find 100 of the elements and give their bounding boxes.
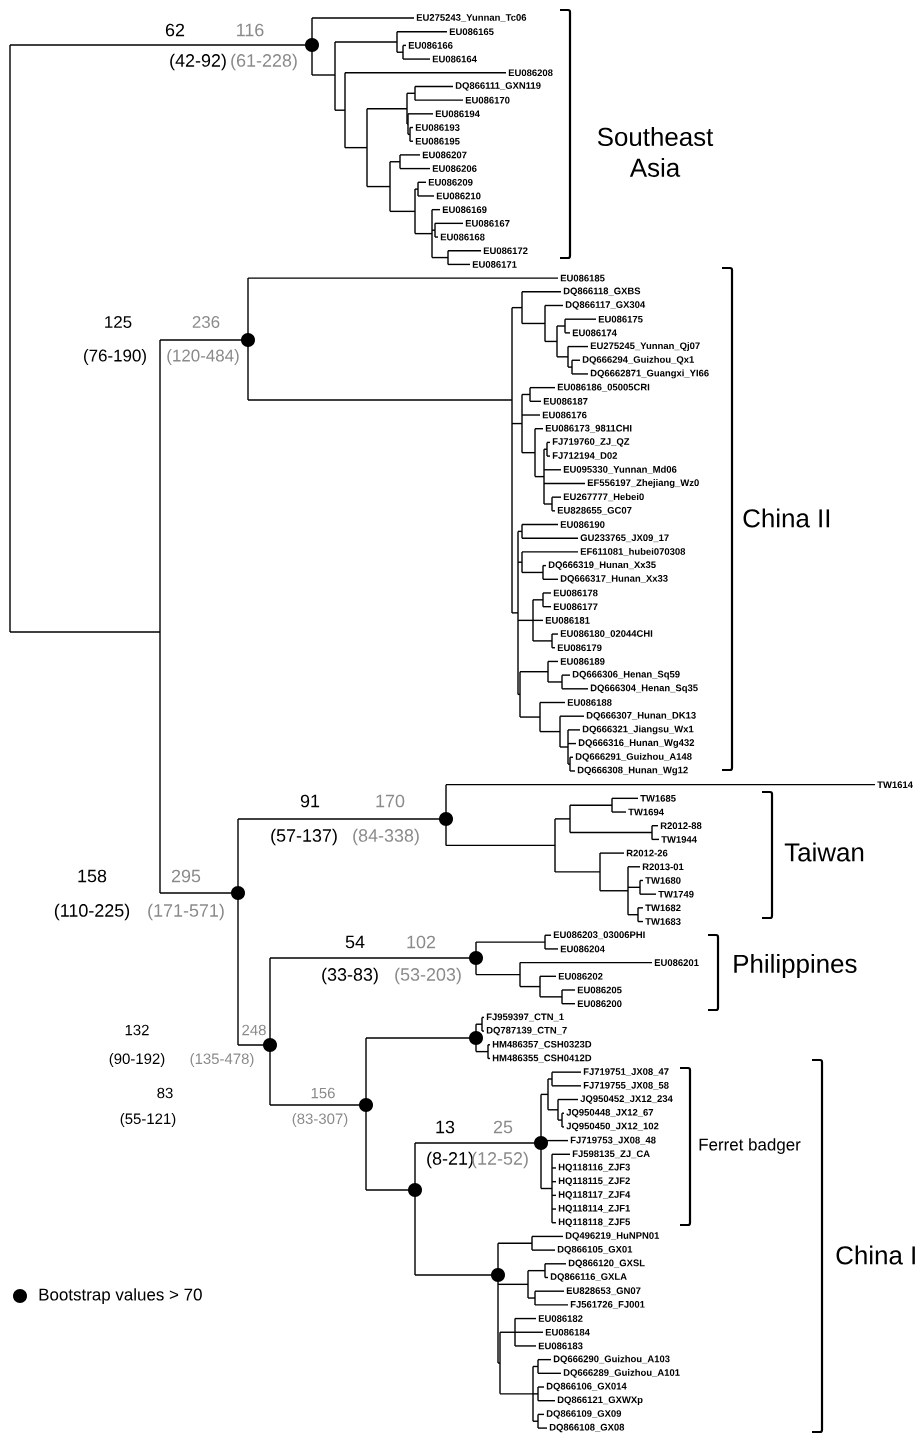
sequence-label: JQ950450_JX12_102 [566, 1122, 659, 1132]
bootstrap-value: (84-338) [353, 828, 419, 846]
sequence-label: DQ866109_GX09 [546, 1410, 622, 1419]
sequence-label: EU086206 [432, 165, 477, 172]
sequence-label: GU233765_JX09_17 [580, 534, 669, 543]
sequence-label: TW1683 [645, 918, 681, 925]
sequence-label: DQ787139_CTN_7 [486, 1026, 567, 1036]
sequence-label: DQ666307_Hunan_DK13 [586, 711, 696, 721]
sequence-label: EF611081_hubei070308 [580, 547, 686, 556]
sequence-label: EU086174 [572, 329, 617, 337]
sequence-label: DQ666317_Hunan_Xx33 [560, 575, 668, 584]
sequence-label: EU086182 [538, 1315, 583, 1322]
bootstrap-value: (90-192) [109, 1053, 165, 1067]
sequence-label: EU275243_Yunnan_Tc06 [416, 14, 527, 22]
sequence-label: HQ118114_ZJF1 [558, 1204, 631, 1214]
bootstrap-value: (171-571) [148, 903, 224, 921]
sequence-label: HQ118116_ZJF3 [558, 1163, 630, 1173]
sequence-label: TW1694 [628, 808, 664, 816]
sequence-label: EU086178 [553, 589, 598, 597]
sequence-label: EU086200 [577, 1000, 622, 1008]
sequence-label: EU828653_GN07 [566, 1287, 641, 1296]
sequence-label: EU086209 [428, 178, 473, 186]
sequence-label: FJ719751_JX08_47 [583, 1068, 669, 1077]
sequence-label: EU086169 [442, 206, 487, 213]
bootstrap-value: 156 [311, 1087, 335, 1099]
sequence-label: DQ866118_GXBS [563, 287, 641, 297]
sequence-label: FJ959397_CTN_1 [486, 1013, 564, 1022]
sequence-label: FJ719753_JX08_48 [570, 1136, 656, 1145]
sequence-label: DQ866106_GX014 [546, 1382, 627, 1392]
sequence-label: EU086164 [432, 55, 477, 63]
sequence-label: DQ496219_HuNPN01 [565, 1232, 660, 1241]
sequence-label: DQ666290_Guizhou_A103 [553, 1355, 670, 1364]
sequence-label: EU086171 [472, 261, 517, 268]
sequence-label: JQ950452_JX12_234 [580, 1095, 673, 1104]
bootstrap-value: 158 [78, 869, 107, 883]
clade-label: Philippines [734, 953, 857, 979]
sequence-label: EU275245_Yunnan_Qj07 [590, 342, 700, 351]
sequence-label: DQ866111_GXN119 [455, 82, 541, 91]
sequence-label: EU086187 [543, 397, 588, 405]
sequence-label: EU086185 [560, 274, 605, 282]
sequence-label: EU086202 [558, 972, 603, 980]
bootstrap-value: 54 [345, 935, 365, 949]
sequence-label: TW1680 [645, 877, 681, 884]
clade-label: China I [836, 1245, 915, 1265]
bootstrap-value: 91 [300, 794, 320, 808]
sequence-label: EU267777_Hebei0 [563, 493, 644, 502]
bootstrap-value: 83 [157, 1087, 173, 1099]
sequence-label: R2012-26 [626, 849, 668, 857]
bootstrap-value: (42-92) [170, 53, 226, 71]
bootstrap-value: 13 [436, 1120, 455, 1134]
bootstrap-value: (61-228) [231, 53, 297, 71]
sequence-label: FJ598135_ZJ_CA [572, 1150, 650, 1159]
sequence-label: FJ719755_JX08_58 [583, 1081, 669, 1090]
sequence-label: TW1749 [658, 890, 694, 898]
bootstrap-value: 170 [376, 794, 405, 808]
sequence-label: EU086207 [422, 151, 467, 159]
bootstrap-value: 125 [105, 316, 132, 328]
sequence-label: EU086179 [557, 644, 602, 652]
clade-label: Taiwan [784, 842, 864, 862]
sequence-label: R2012-88 [660, 822, 702, 830]
sequence-label: DQ666304_Henan_Sq35 [590, 684, 698, 694]
sequence-label: EU086193 [415, 124, 460, 131]
sequence-label: EU086188 [567, 699, 612, 706]
sequence-label: DQ666306_Henan_Sq59 [572, 670, 680, 680]
bootstrap-value: (12-52) [472, 1151, 528, 1169]
sequence-label: DQ866116_GXLA [550, 1273, 627, 1282]
sequence-label: HQ118117_ZJF4 [558, 1191, 631, 1200]
sequence-label: EU086183 [538, 1342, 583, 1350]
sequence-label: TW1682 [645, 904, 681, 912]
bootstrap-value: (57-137) [271, 828, 337, 846]
sequence-label: DQ866120_GXSL [568, 1259, 645, 1269]
sequence-label: EU086170 [465, 96, 510, 104]
sequence-label: DQ666294_Guizhou_Qx1 [582, 355, 694, 365]
bootstrap-value: 236 [192, 316, 220, 328]
bootstrap-value: (76-190) [84, 349, 146, 365]
sequence-label: EU095330_Yunnan_Md06 [563, 465, 677, 474]
sequence-label: HM486357_CSH0323D [492, 1040, 592, 1049]
bootstrap-value: 25 [493, 1120, 513, 1134]
sequence-label: EU086177 [553, 603, 598, 611]
sequence-label: HM486355_CSH0412D [492, 1054, 592, 1063]
sequence-label: EU086201 [654, 959, 699, 966]
sequence-label: DQ866108_GX08 [549, 1423, 625, 1433]
sequence-label: DQ666321_Jiangsu_Wx1 [582, 725, 694, 735]
sequence-label: EU086190 [560, 521, 605, 528]
sequence-label: EU086172 [483, 247, 528, 255]
sequence-label: EU086186_05005CRI [557, 383, 650, 392]
sequence-label: EU086210 [436, 192, 481, 200]
bootstrap-value: (120-484) [167, 349, 239, 365]
sequence-label: EU086184 [545, 1328, 590, 1336]
sequence-label: DQ666291_Guizhou_A148 [575, 752, 692, 762]
bootstrap-value: (110-225) [54, 903, 130, 921]
bootstrap-value: 102 [407, 935, 436, 949]
sequence-label: EU086205 [577, 986, 622, 994]
sequence-label: DQ666308_Hunan_Wg12 [577, 766, 688, 776]
bootstrap-value: (83-307) [292, 1113, 348, 1127]
bootstrap-value: 116 [237, 23, 264, 37]
sequence-label: FJ719760_ZJ_QZ [552, 438, 630, 447]
bootstrap-value: 132 [125, 1024, 149, 1036]
sequence-label: DQ866117_GX304 [565, 301, 646, 310]
sequence-label: EU086176 [542, 411, 587, 419]
